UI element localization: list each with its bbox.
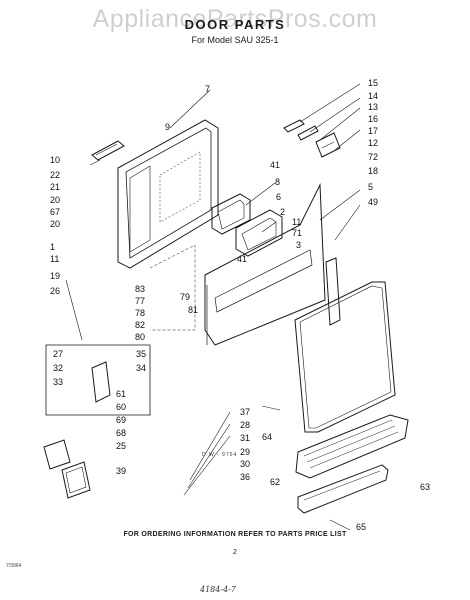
callout-82: 82	[135, 320, 145, 330]
diagram-title: DOOR PARTS	[184, 17, 286, 32]
callout-13: 13	[368, 102, 378, 112]
callout-72: 72	[368, 152, 378, 162]
latch-assembly	[235, 209, 283, 257]
callout-16: 16	[368, 114, 378, 124]
ordering-info-note: FOR ORDERING INFORMATION REFER TO PARTS …	[123, 531, 347, 538]
callout-11: 11	[50, 254, 59, 264]
callout-7: 7	[205, 84, 210, 94]
callout-41: 41	[237, 254, 247, 264]
outer-frame	[204, 183, 326, 346]
callout-39: 39	[116, 466, 126, 476]
callout-28: 28	[240, 420, 250, 430]
callout-12: 12	[368, 138, 378, 148]
callout-68: 68	[116, 428, 126, 438]
callout-11: 11	[292, 217, 301, 227]
inner-door-panel	[117, 119, 219, 269]
handle-housing	[211, 193, 251, 235]
callout-71: 71	[292, 228, 302, 238]
callout-19: 19	[50, 271, 60, 281]
callout-69: 69	[116, 415, 126, 425]
callout-67: 67	[50, 207, 60, 217]
callout-3: 3	[296, 240, 301, 250]
callout-78: 78	[135, 308, 145, 318]
callout-26: 26	[50, 286, 60, 296]
hinge-parts	[283, 119, 341, 158]
callout-80: 80	[135, 332, 145, 342]
callout-8: 8	[275, 177, 280, 187]
callout-77: 77	[135, 296, 145, 306]
callout-20: 20	[50, 219, 60, 229]
outer-door-panel	[294, 281, 396, 433]
callout-64: 64	[262, 432, 272, 442]
callout-9: 9	[165, 122, 170, 132]
callout-31: 31	[240, 433, 250, 443]
callout-27: 27	[53, 349, 63, 359]
handwritten-note: 4184-4-7	[200, 585, 236, 594]
callout-18: 18	[368, 166, 378, 176]
callout-36: 36	[240, 472, 250, 482]
callout-35: 35	[136, 349, 146, 359]
callout-5: 5	[368, 182, 373, 192]
callout-14: 14	[368, 91, 378, 101]
callout-2: 2	[280, 207, 285, 217]
callout-17: 17	[368, 126, 378, 136]
panel-frame	[61, 461, 91, 499]
watermark: AppliancePartsPros.com	[92, 5, 378, 33]
callout-20: 20	[50, 195, 60, 205]
callout-33: 33	[53, 377, 63, 387]
callout-60: 60	[116, 402, 126, 412]
page-number: 2	[233, 549, 237, 556]
callout-41: 41	[270, 160, 280, 170]
drawing-number: D W - 9764	[202, 452, 238, 458]
callout-32: 32	[53, 363, 63, 373]
callout-61: 61	[116, 389, 126, 399]
callout-6: 6	[276, 192, 281, 202]
document-code: 7/3964	[6, 563, 22, 569]
grille-panel	[295, 414, 409, 479]
callout-63: 63	[420, 482, 430, 492]
callout-30: 30	[240, 459, 250, 469]
kickplate-strip	[297, 464, 389, 514]
door-handle	[91, 140, 125, 161]
bracket	[43, 439, 71, 470]
callout-1: 1	[50, 242, 55, 252]
callout-15: 15	[368, 78, 378, 88]
callout-49: 49	[368, 197, 378, 207]
side-trim-strip	[325, 257, 341, 326]
callout-79: 79	[180, 292, 190, 302]
callout-34: 34	[136, 363, 146, 373]
callout-10: 10	[50, 155, 60, 165]
diagram-subtitle: For Model SAU 325-1	[191, 35, 279, 45]
callout-22: 22	[50, 170, 60, 180]
callout-25: 25	[116, 441, 126, 451]
callout-29: 29	[240, 447, 250, 457]
callout-81: 81	[188, 305, 198, 315]
callout-65: 65	[356, 522, 366, 532]
callout-37: 37	[240, 407, 250, 417]
callout-83: 83	[135, 284, 145, 294]
detail-box	[45, 244, 196, 416]
callout-62: 62	[270, 477, 280, 487]
callout-21: 21	[50, 182, 60, 192]
